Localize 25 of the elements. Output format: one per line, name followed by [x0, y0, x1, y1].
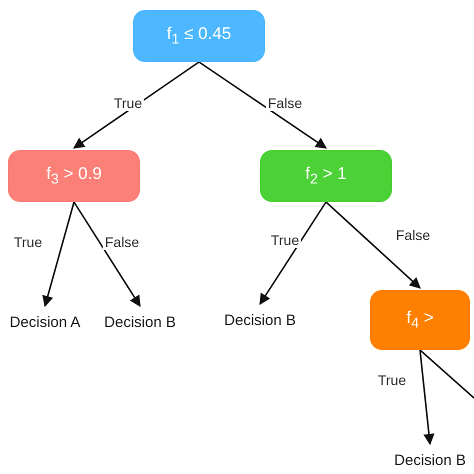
edge-label: True: [12, 234, 44, 250]
condition-text: f$_{2}$ > 1: [305, 164, 347, 188]
decision-node: [133, 10, 265, 62]
decision-node: [370, 290, 470, 350]
decision-node: [8, 150, 140, 202]
condition-text: f$_{4}$ >: [406, 308, 434, 332]
edge-label: False: [266, 95, 304, 111]
edge-label: True: [268, 232, 302, 248]
condition-text: f$_{3}$ > 0.9: [46, 164, 102, 188]
arrow: [42, 202, 75, 308]
arrow: [73, 61, 200, 149]
leaf-label: Decision B: [95, 308, 185, 336]
arrow: [419, 350, 434, 446]
leaf-label: Decision A: [0, 308, 90, 336]
edge-label: True: [376, 372, 408, 388]
arrow: [73, 202, 141, 307]
arrow: [198, 61, 327, 149]
arrow: [325, 201, 421, 289]
edge-label: False: [102, 234, 142, 250]
decision-node: [260, 150, 392, 202]
leaf-label: Decision B: [215, 306, 305, 334]
arrow: [259, 202, 327, 305]
edge-label: True: [112, 95, 144, 111]
condition-text: f$_{1}$ ≤ 0.45: [166, 24, 232, 48]
leaf-label: Decision B: [385, 446, 474, 474]
